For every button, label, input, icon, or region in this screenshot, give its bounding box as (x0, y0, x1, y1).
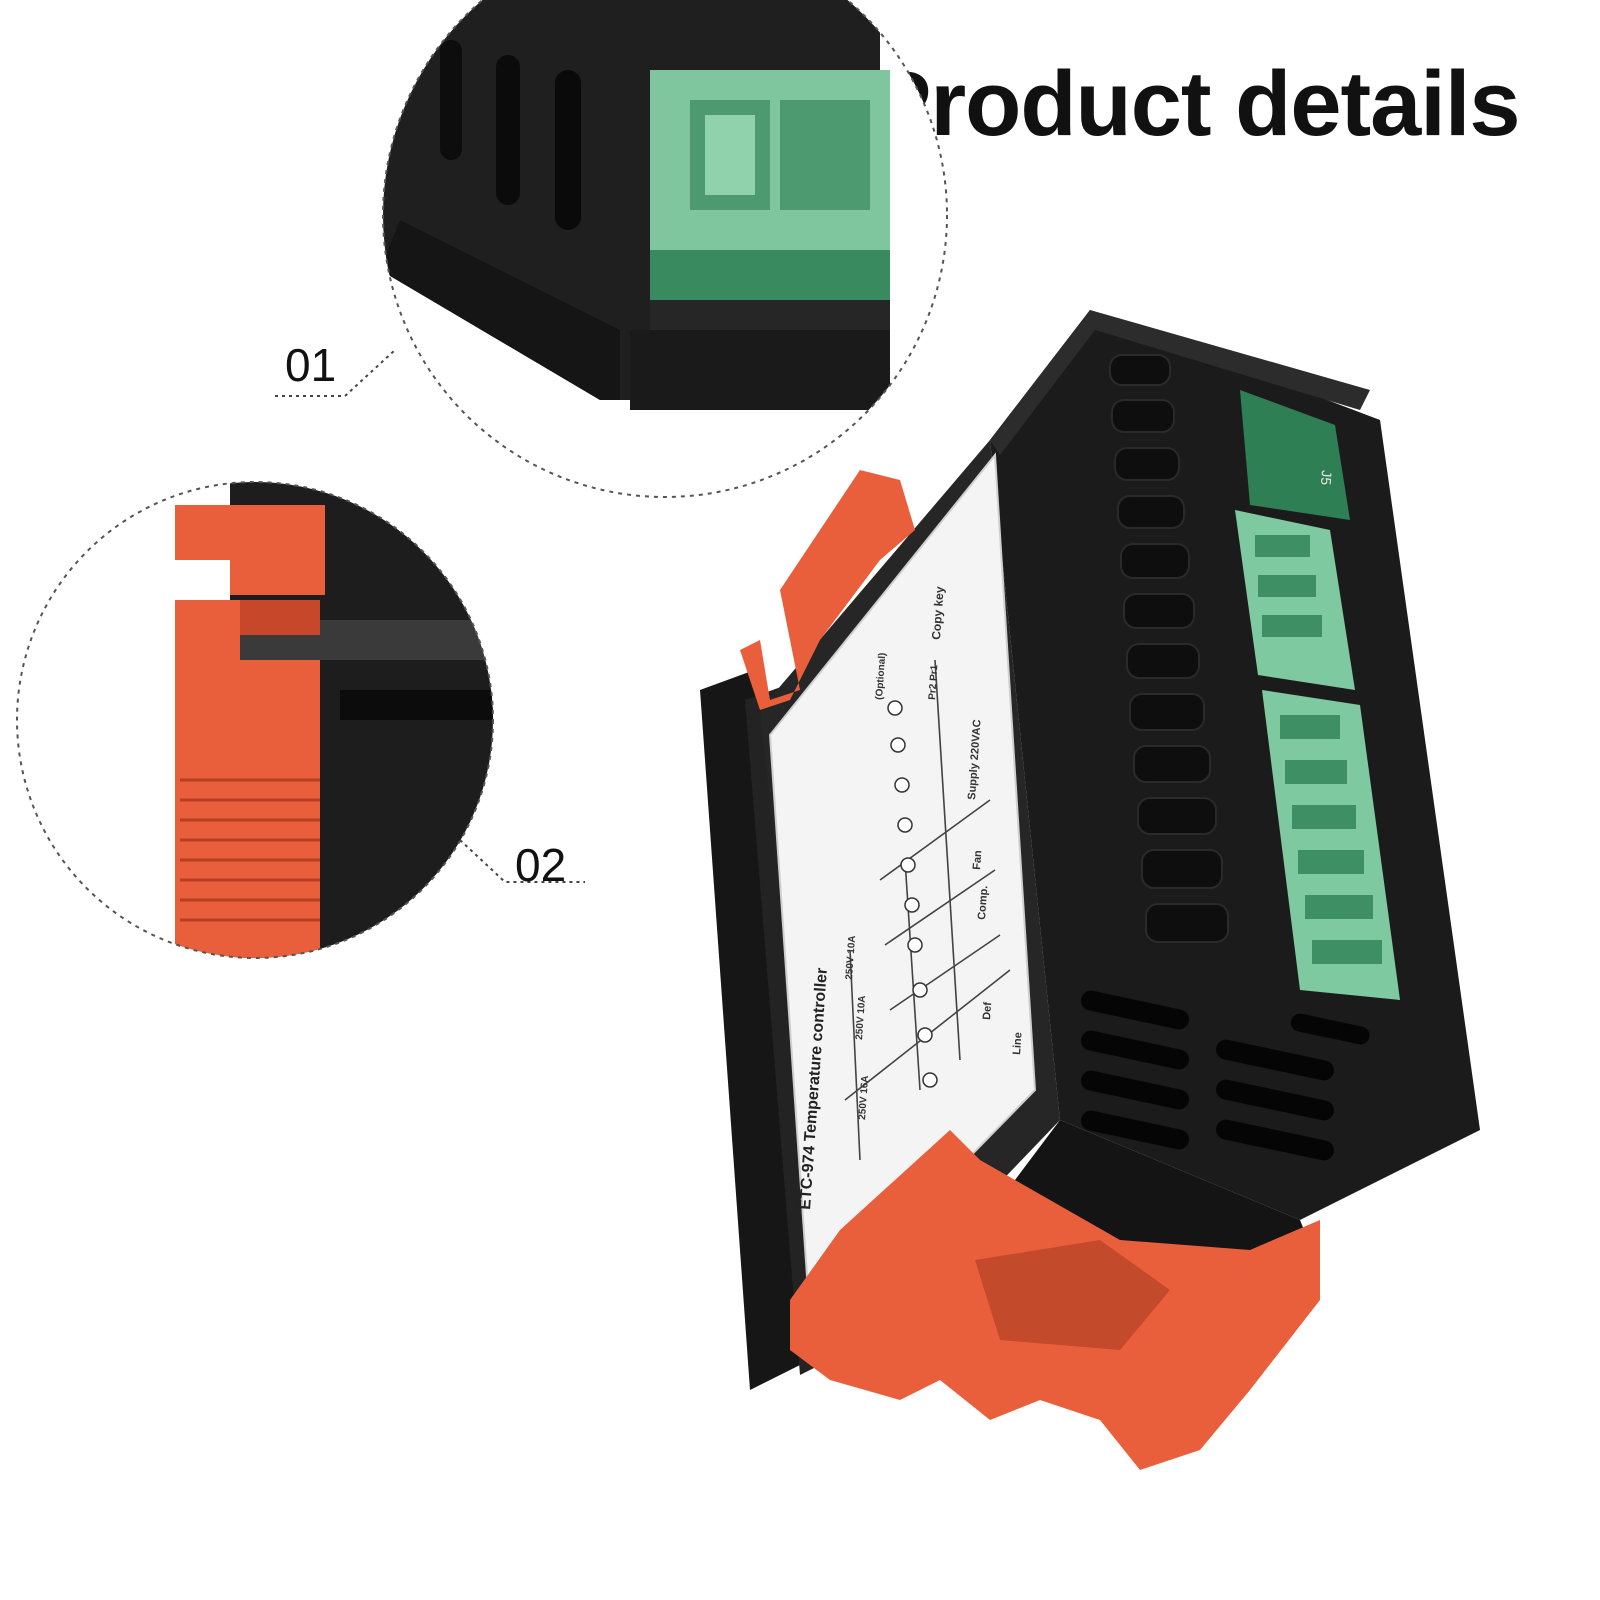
grip-ridges (180, 778, 320, 922)
terminal-block-black (1109, 354, 1229, 943)
leader-line-01 (275, 349, 396, 397)
label-def: Def (981, 1001, 994, 1020)
label-supply: Supply 220VAC (966, 719, 984, 800)
mounting-clip-top (740, 470, 915, 710)
label-rating-1: 250V 16A (857, 1075, 871, 1120)
label-copy-key: Copy key (929, 586, 947, 641)
terminal-screws (887, 700, 938, 1088)
label-line: Line (1011, 1032, 1025, 1055)
leader-line-02 (459, 839, 585, 883)
label-comp: Comp. (976, 885, 990, 920)
callout-label-02: 02 (515, 839, 567, 891)
callout-label-01: 01 (285, 339, 337, 391)
product-label (768, 452, 1037, 1323)
label-optional: (Optional) (874, 652, 888, 700)
pcb-marking: J5 (1318, 470, 1335, 486)
pcb-board (1240, 390, 1350, 520)
label-fan: Fan (971, 850, 984, 871)
label-probes: Pr2 Pr1 (927, 664, 940, 700)
vent-slots (1080, 990, 1370, 1161)
label-rating-2: 250V 10A (854, 995, 868, 1040)
page-title: Product details (870, 53, 1521, 155)
temperature-controller: ETC-974 Temperature controller 250V 16A … (700, 310, 1480, 1470)
clip-grip-pad (975, 1240, 1170, 1350)
zoom-detail-01 (383, 0, 947, 497)
label-rating-3: 250V 10A (844, 935, 858, 980)
